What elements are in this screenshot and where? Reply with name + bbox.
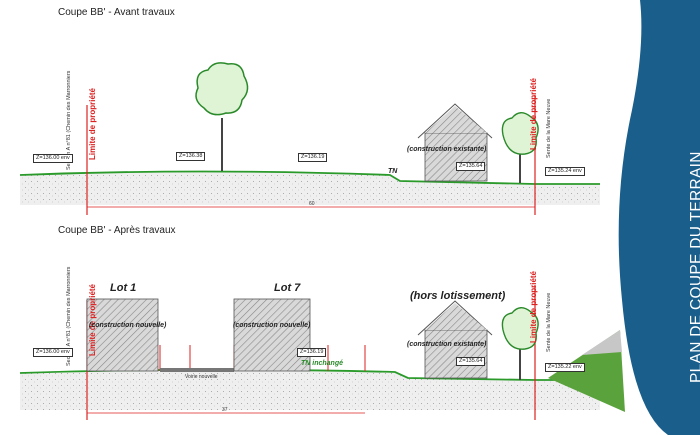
tn-label: TN xyxy=(388,168,398,175)
lot7-building xyxy=(233,298,311,372)
road-label: Voirie nouvelle xyxy=(185,374,218,380)
limit-label-left: Limite de propriété xyxy=(88,87,97,160)
ground-line-before xyxy=(19,170,600,185)
tree-icon-after xyxy=(501,307,539,380)
lot7-label: Lot 7 xyxy=(274,282,301,294)
limit-label-right: Limite de propriété xyxy=(529,77,538,150)
new-construction-1: (construction nouvelle) xyxy=(89,322,167,329)
elev-left: Z=136.00 env xyxy=(33,154,73,163)
hors-label: (hors lotissement) xyxy=(410,290,506,302)
lot1-building xyxy=(86,298,159,372)
tree-icon-right xyxy=(501,112,539,183)
right-parcel-label: Sente de la Mare Neuve xyxy=(546,98,552,158)
tree-icon xyxy=(195,62,249,171)
elev-mid-after: Z=136.19 xyxy=(297,348,327,357)
elev-house: Z=135.64 xyxy=(456,162,486,171)
section-before-title: Coupe BB' - Avant travaux xyxy=(58,7,175,18)
section-before xyxy=(19,62,600,215)
panel-pointer-rim xyxy=(582,330,622,355)
limit-label-right-after: Limite de propriété xyxy=(529,270,538,343)
elev-tree: Z=136.38 xyxy=(176,152,206,161)
right-parcel-label-after: Sente de la Mare Neuve xyxy=(546,292,552,352)
road xyxy=(160,368,234,372)
house-label: (construction existante) xyxy=(407,146,487,153)
limit-label-left-after: Limite de propriété xyxy=(88,283,97,356)
house-icon-after xyxy=(417,300,493,379)
panel-blob xyxy=(618,0,700,435)
elev-left-after: Z=136.00 env xyxy=(33,348,73,357)
house-label-after: (construction existante) xyxy=(407,341,487,348)
dimension-label-after: 37 xyxy=(222,407,228,413)
house-icon xyxy=(417,103,493,182)
soil-before xyxy=(20,171,600,205)
tn-label-after: TN inchangé xyxy=(301,360,344,367)
elev-mid: Z=136.19 xyxy=(298,153,328,162)
elev-right: Z=135.24 env xyxy=(545,167,585,176)
elev-house-after: Z=135.64 xyxy=(456,357,486,366)
dimension-label: 60 xyxy=(309,201,315,207)
soil-after xyxy=(20,369,600,410)
lot1-label: Lot 1 xyxy=(110,282,137,294)
section-after xyxy=(19,285,600,420)
elev-right-after: Z=135.22 env xyxy=(545,363,585,372)
side-panel xyxy=(548,0,700,435)
panel-title: PLAN DE COUPE DU TERRAIN xyxy=(688,151,700,383)
section-after-title: Coupe BB' - Après travaux xyxy=(58,225,176,236)
new-construction-2: (construction nouvelle) xyxy=(233,322,311,329)
